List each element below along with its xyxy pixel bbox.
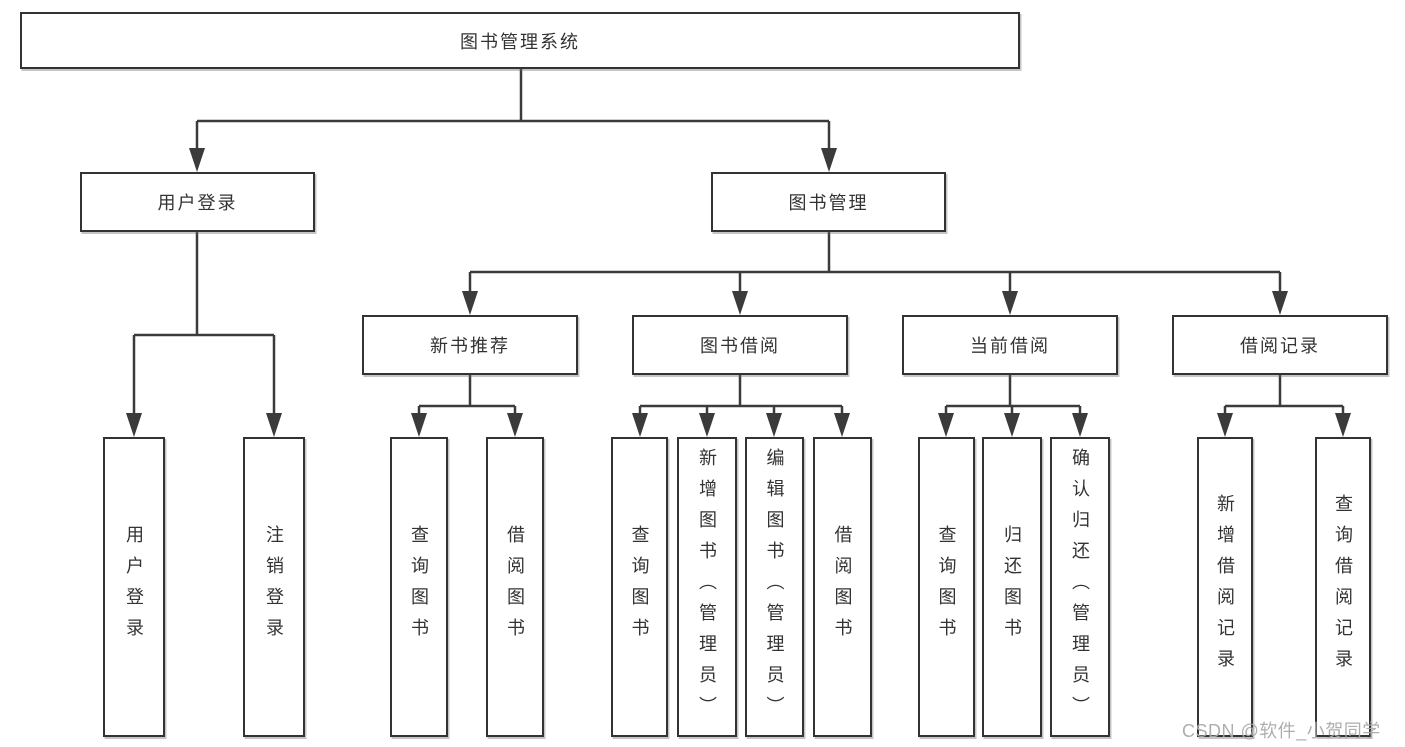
node-user-login-module: 用户登录 [80, 172, 315, 232]
leaf-user-login: 用户登录 [103, 437, 165, 737]
node-borrowing-records: 借阅记录 [1172, 315, 1388, 375]
node-current-borrowing: 当前借阅 [902, 315, 1118, 375]
node-label: 图书管理 [788, 193, 869, 213]
connector-root-to-level1 [195, 69, 831, 150]
node-book-borrowing: 图书借阅 [632, 315, 848, 375]
node-label: 借阅记录 [1240, 336, 1320, 356]
leaf-borrow-book: 借阅图书 [813, 437, 872, 737]
leaf-query-books-borrow: 查询图书 [611, 437, 668, 737]
leaf-label: 查询图书 [409, 525, 429, 649]
arrowheads [126, 148, 1351, 437]
leaf-add-book-admin: 新增图书（管理员） [677, 437, 737, 737]
leaf-label: 借阅图书 [832, 525, 853, 649]
leaf-label: 查询图书 [629, 525, 650, 649]
connector-userlogin-to-leaves [132, 232, 276, 415]
leaf-label: 查询借阅记录 [1333, 494, 1353, 680]
connector-records-to-leaves [1223, 375, 1345, 415]
node-label: 新书推荐 [430, 336, 510, 356]
connector-bookmgmt-to-level2 [468, 232, 1282, 293]
leaf-label: 新增借阅记录 [1215, 494, 1235, 680]
leaf-confirm-return-admin: 确认归还（管理员） [1050, 437, 1110, 737]
connector-current-to-leaves [944, 375, 1082, 415]
node-label: 用户登录 [157, 193, 238, 213]
connector-newbook-to-leaves [417, 375, 517, 415]
node-system-root: 图书管理系统 [20, 12, 1020, 69]
leaf-label: 借阅图书 [505, 525, 525, 649]
node-book-management-module: 图书管理 [711, 172, 946, 232]
leaf-return-book: 归还图书 [982, 437, 1042, 737]
leaf-borrow-books-recommend: 借阅图书 [486, 437, 544, 737]
csdn-watermark: CSDN @软件_小贺同学 [1182, 721, 1381, 741]
leaf-query-books-current: 查询图书 [918, 437, 975, 737]
leaf-label: 查询图书 [936, 525, 957, 649]
connector-borrowmod-to-leaves [638, 375, 844, 415]
leaf-query-books-recommend: 查询图书 [390, 437, 448, 737]
leaf-query-borrow-record: 查询借阅记录 [1315, 437, 1371, 737]
node-new-book-recommend: 新书推荐 [362, 315, 578, 375]
leaf-add-borrow-record: 新增借阅记录 [1197, 437, 1253, 737]
node-label: 图书借阅 [700, 336, 780, 356]
leaf-label: 编辑图书（管理员） [764, 447, 785, 727]
leaf-label: 用户登录 [124, 525, 144, 649]
leaf-label: 注销登录 [264, 525, 284, 649]
leaf-label: 新增图书（管理员） [697, 447, 717, 727]
node-label: 当前借阅 [970, 336, 1050, 356]
leaf-logout: 注销登录 [243, 437, 305, 737]
node-label: 图书管理系统 [460, 31, 580, 52]
leaf-edit-book-admin: 编辑图书（管理员） [745, 437, 804, 737]
leaf-label: 归还图书 [1002, 525, 1022, 649]
leaf-label: 确认归还（管理员） [1070, 447, 1090, 727]
